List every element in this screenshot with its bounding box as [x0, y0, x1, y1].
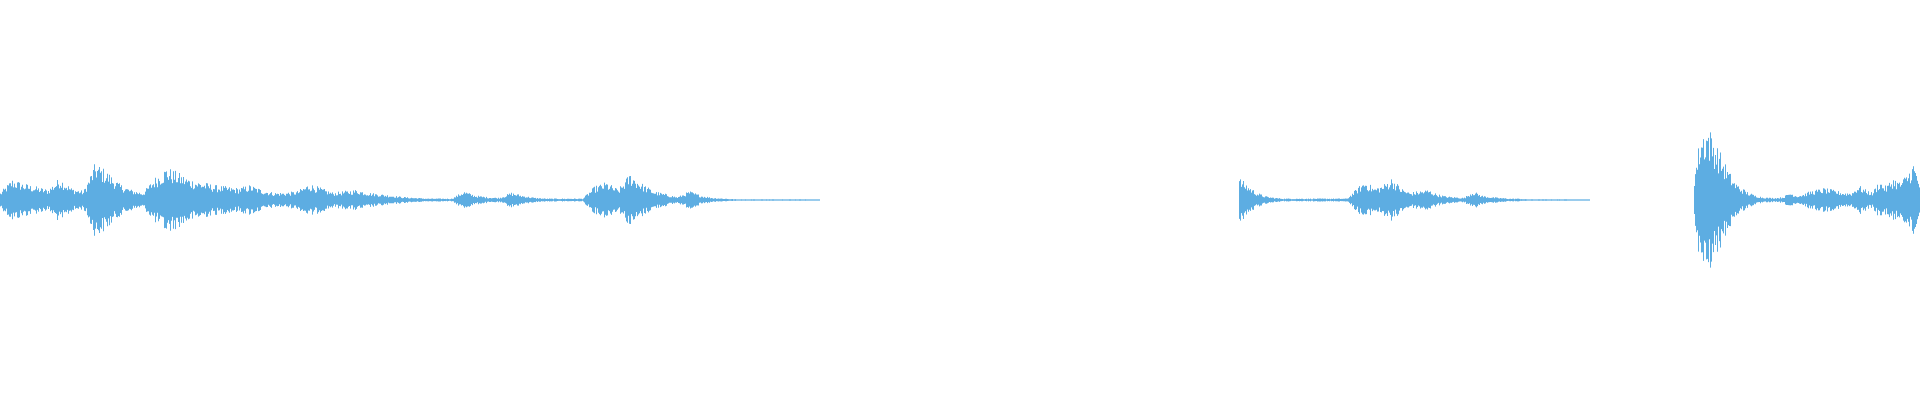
waveform-trace — [1694, 132, 1920, 268]
waveform-trace — [1239, 179, 1590, 221]
waveform-segment — [1694, 132, 1920, 268]
waveform-segment — [0, 164, 820, 236]
waveform-segment — [1239, 179, 1590, 221]
waveform-trace — [0, 164, 820, 236]
